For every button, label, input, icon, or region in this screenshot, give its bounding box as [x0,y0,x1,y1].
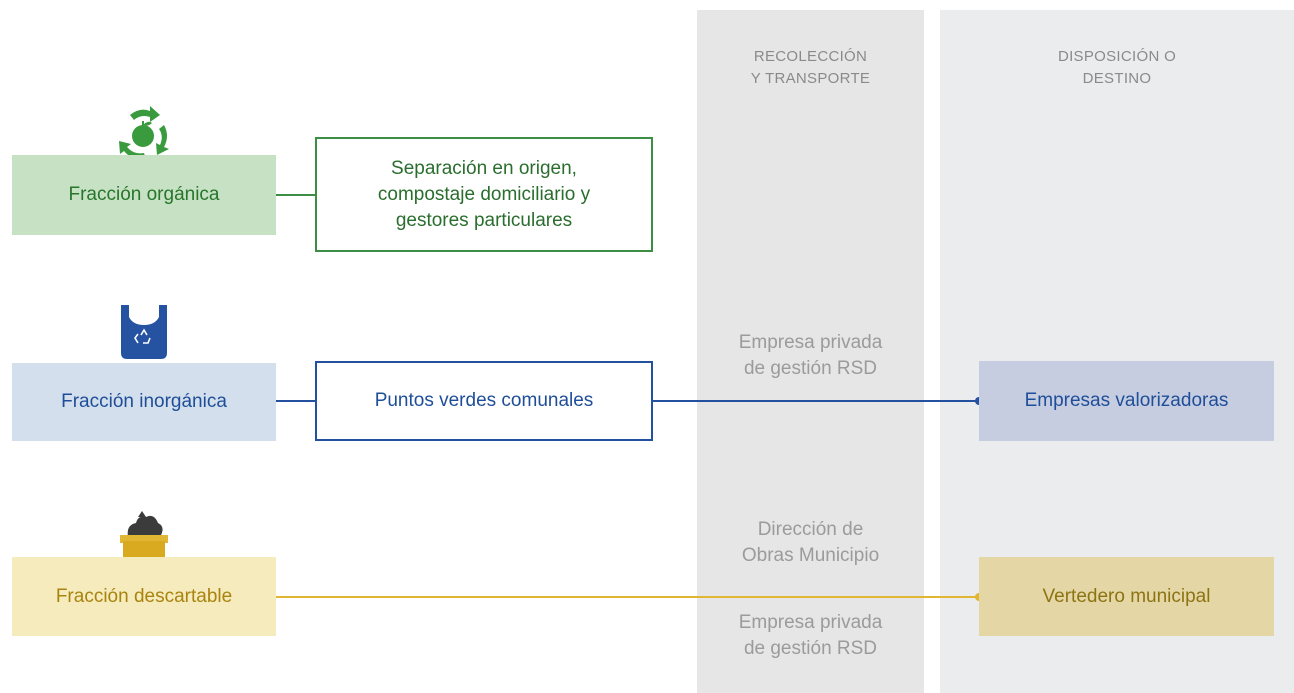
disposicion-header-line2: DESTINO [1082,70,1152,87]
connector-organica [276,194,315,196]
fraccion-organica-box: Fracción orgánica [12,155,276,235]
recoleccion-entry-descartable: Empresa privada de gestión RSD [697,610,924,662]
fraccion-inorganica-box: Fracción inorgánica [12,363,276,441]
handling-line3: gestores particulares [395,209,573,231]
entry-line1: Empresa privada [738,612,883,633]
recoleccion-column: RECOLECCIÓN Y TRANSPORTE Empresa privada… [697,10,924,693]
connector-inorganica-left [276,400,315,402]
recoleccion-header-line1: RECOLECCIÓN [753,48,868,65]
puntos-verdes-label: Puntos verdes comunales [374,390,594,411]
disposicion-header-line1: DISPOSICIÓN O [1057,48,1177,65]
empresas-valorizadoras-box: Empresas valorizadoras [979,361,1274,441]
entry-line2: de gestión RSD [743,358,878,379]
empresas-valorizadoras-label: Empresas valorizadoras [1024,390,1229,411]
vertedero-municipal-box: Vertedero municipal [979,557,1274,636]
fraccion-descartable-label: Fracción descartable [55,585,233,607]
entry-line2: de gestión RSD [743,638,878,659]
entry-line2: Obras Municipio [741,545,880,566]
separacion-origen-box: Separación en origen, compostaje domicil… [315,137,653,252]
entry-line1: Empresa privada [738,332,883,353]
disposicion-header: DISPOSICIÓN O DESTINO [940,46,1294,90]
recoleccion-header: RECOLECCIÓN Y TRANSPORTE [697,46,924,90]
recoleccion-entry-municipio: Dirección de Obras Municipio [697,517,924,569]
separacion-origen-text: Separación en origen, compostaje domicil… [378,156,590,234]
recycle-bag-icon [119,303,169,361]
entry-line1: Dirección de [757,519,864,540]
recoleccion-entry-inorganica: Empresa privada de gestión RSD [697,330,924,382]
fraccion-inorganica-label: Fracción inorgánica [61,391,227,412]
connector-inorganica-right [653,400,979,402]
fraccion-organica-label: Fracción orgánica [68,184,220,205]
vertedero-municipal-label: Vertedero municipal [1042,585,1211,607]
handling-line2: compostaje domiciliario y [377,183,591,205]
recycle-apple-icon [110,103,176,165]
recoleccion-header-line2: Y TRANSPORTE [750,70,871,87]
connector-descartable [276,596,979,598]
fraccion-descartable-box: Fracción descartable [12,557,276,636]
puntos-verdes-box: Puntos verdes comunales [315,361,653,441]
handling-line1: Separación en origen, [391,157,577,179]
